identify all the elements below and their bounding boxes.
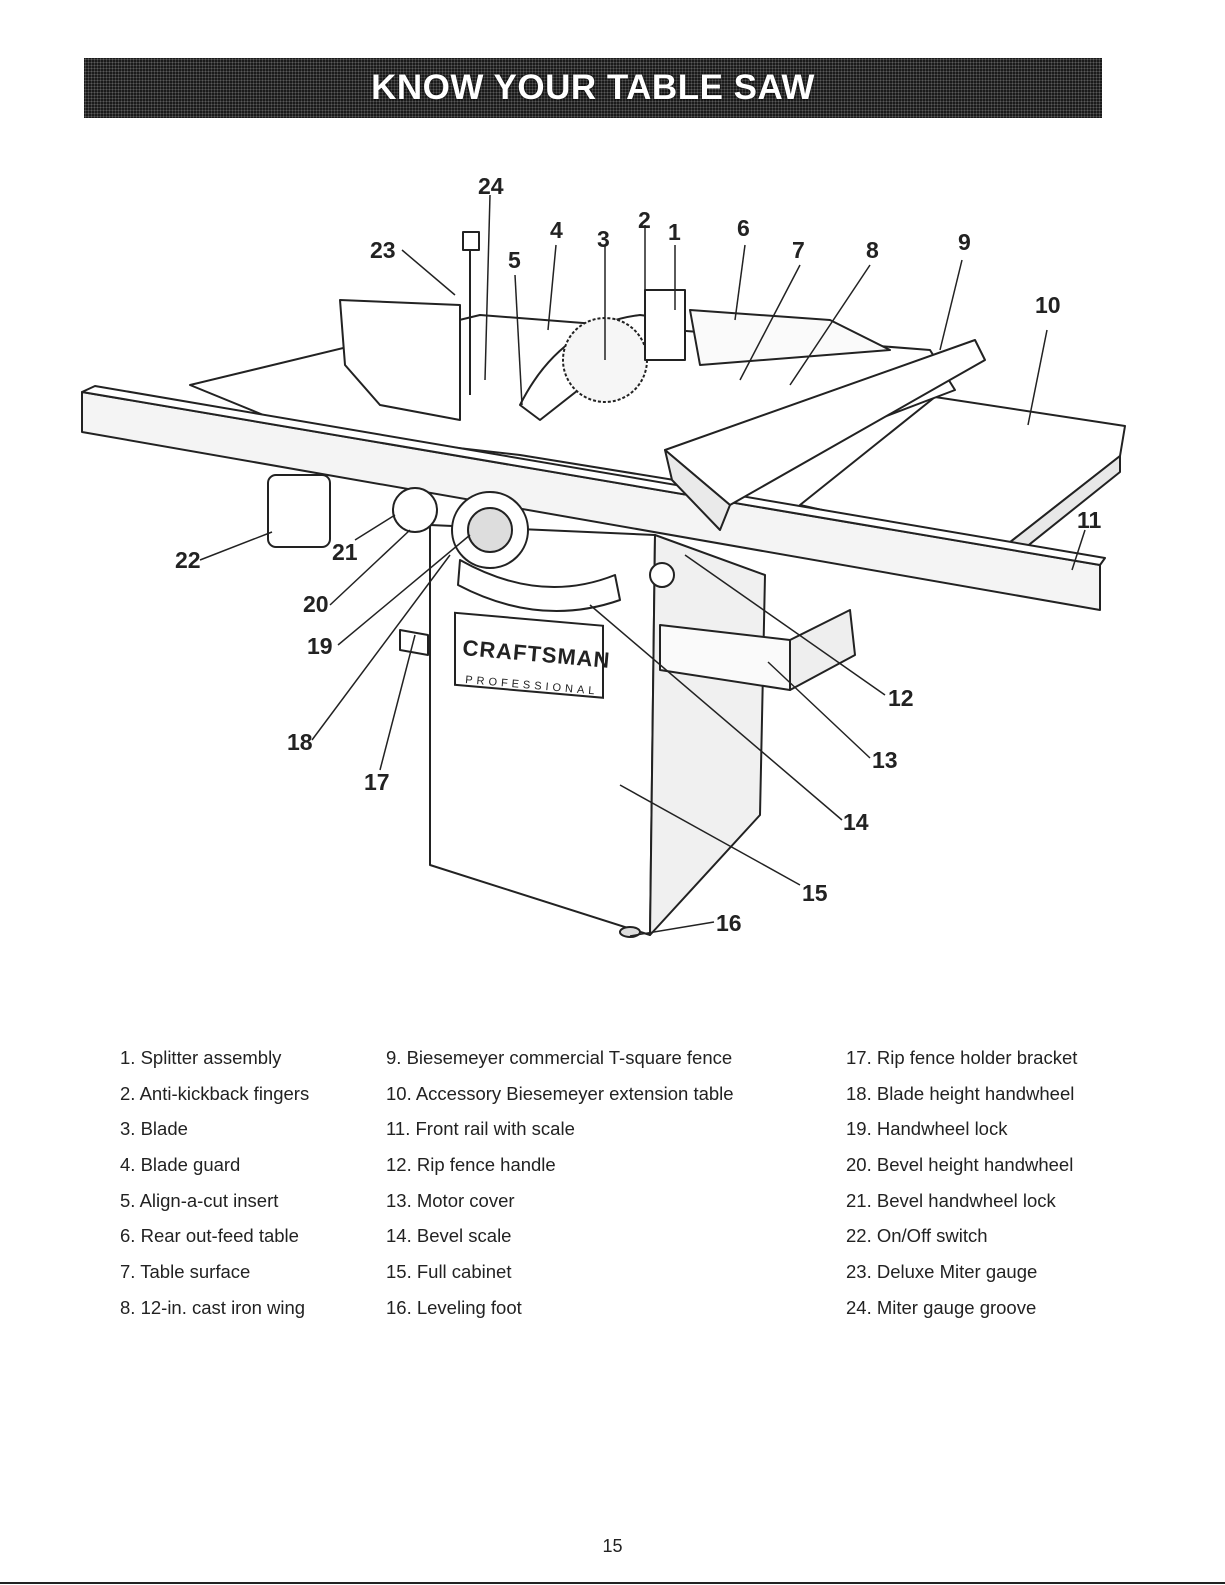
list-item: 1. Splitter assembly bbox=[120, 1047, 282, 1068]
list-item: 14. Bevel scale bbox=[386, 1225, 512, 1247]
list-item: 3. Blade bbox=[120, 1118, 188, 1140]
callout-14: 14 bbox=[843, 809, 869, 835]
list-item: 7. Table surface bbox=[120, 1261, 251, 1283]
callout-8: 8 bbox=[866, 237, 879, 263]
callout-12: 12 bbox=[888, 685, 914, 711]
callout-20: 20 bbox=[303, 591, 329, 617]
callout-9: 9 bbox=[958, 229, 971, 255]
callout-15: 15 bbox=[802, 880, 828, 906]
header-banner: KNOW YOUR TABLE SAW bbox=[84, 58, 1102, 118]
parts-column-2: 9. Biesemeyer commercial T-square fence … bbox=[386, 1040, 734, 1326]
bevel-handwheel bbox=[392, 487, 438, 533]
callout-18: 18 bbox=[287, 729, 313, 755]
list-item: 4. Blade guard bbox=[120, 1154, 241, 1176]
callout-5: 5 bbox=[508, 247, 521, 273]
list-item: 16. Leveling foot bbox=[386, 1296, 522, 1318]
on-off-switch bbox=[267, 474, 331, 548]
list-item: 13. Motor cover bbox=[386, 1189, 515, 1211]
table-saw-diagram: CRAFTSMAN PROFESSIONAL 1 2 3 4 5 bbox=[81, 173, 1126, 938]
callout-19: 19 bbox=[307, 633, 333, 659]
list-item: 10. Accessory Biesemeyer extension table bbox=[386, 1082, 734, 1104]
callout-1: 1 bbox=[668, 219, 681, 245]
page-title: KNOW YOUR TABLE SAW bbox=[371, 68, 815, 107]
callout-17: 17 bbox=[364, 769, 390, 795]
callout-22: 22 bbox=[175, 547, 201, 573]
callout-16: 16 bbox=[716, 910, 742, 936]
list-item: 15. Full cabinet bbox=[386, 1261, 512, 1283]
callout-21: 21 bbox=[332, 539, 358, 565]
list-item: 12. Rip fence handle bbox=[386, 1154, 556, 1176]
list-item: 24. Miter gauge groove bbox=[846, 1296, 1037, 1318]
list-item: 18. Blade height handwheel bbox=[846, 1082, 1075, 1104]
list-item: 5. Align-a-cut insert bbox=[120, 1189, 279, 1211]
callout-11: 11 bbox=[1077, 507, 1102, 533]
list-item: 9. Biesemeyer commercial T-square fence bbox=[386, 1047, 733, 1068]
list-item: 21. Bevel handwheel lock bbox=[846, 1189, 1056, 1211]
callout-13: 13 bbox=[872, 747, 898, 773]
bottom-rule bbox=[0, 1582, 1225, 1584]
list-item: 22. On/Off switch bbox=[846, 1225, 988, 1247]
callout-3: 3 bbox=[597, 226, 610, 252]
callout-2: 2 bbox=[638, 207, 651, 233]
page-number: 15 bbox=[602, 1536, 623, 1556]
parts-column-1: 1. Splitter assembly 2. Anti-kickback fi… bbox=[120, 1040, 309, 1326]
list-item: 6. Rear out-feed table bbox=[120, 1225, 299, 1247]
miter-gauge bbox=[339, 299, 461, 421]
callout-24: 24 bbox=[478, 173, 504, 199]
list-item: 17. Rip fence holder bracket bbox=[846, 1047, 1078, 1068]
bevel-scale bbox=[457, 559, 621, 612]
callout-7: 7 bbox=[792, 237, 805, 263]
list-item: 23. Deluxe Miter gauge bbox=[846, 1261, 1038, 1283]
callout-4: 4 bbox=[550, 217, 563, 243]
callout-10: 10 bbox=[1035, 292, 1061, 318]
parts-column-3: 17. Rip fence holder bracket 18. Blade h… bbox=[846, 1040, 1077, 1326]
brand-logo-plate: CRAFTSMAN PROFESSIONAL bbox=[454, 611, 612, 699]
list-item: 8. 12-in. cast iron wing bbox=[120, 1296, 306, 1318]
list-item: 11. Front rail with scale bbox=[386, 1118, 575, 1140]
list-item: 2. Anti-kickback fingers bbox=[120, 1082, 310, 1104]
list-item: 19. Handwheel lock bbox=[846, 1118, 1008, 1140]
callout-23: 23 bbox=[370, 237, 396, 263]
list-item: 20. Bevel height handwheel bbox=[846, 1154, 1074, 1176]
callout-6: 6 bbox=[737, 215, 750, 241]
